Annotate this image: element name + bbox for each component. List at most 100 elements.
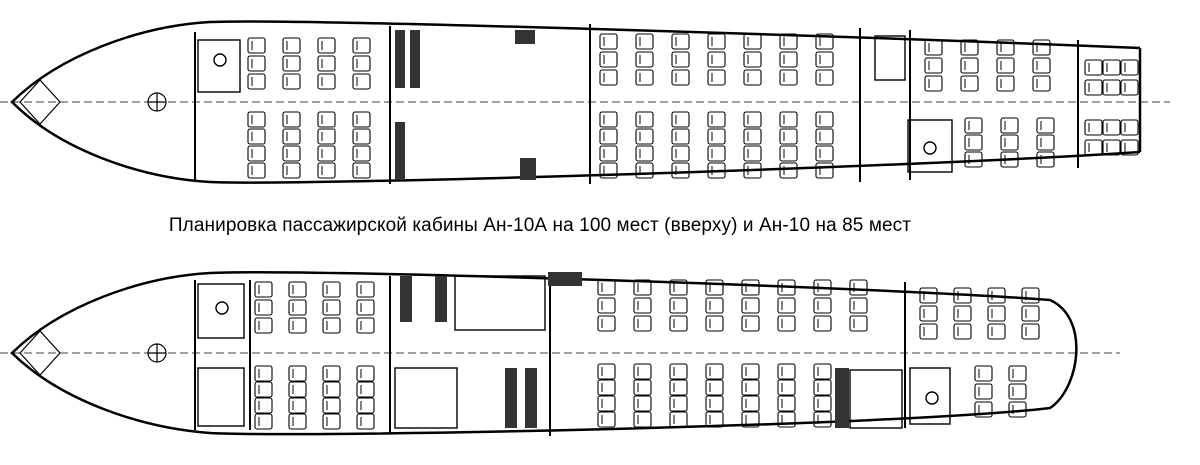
seat <box>288 365 307 382</box>
seat <box>282 73 301 90</box>
seat <box>777 411 796 428</box>
seat <box>777 297 796 314</box>
seat <box>815 111 834 128</box>
seat <box>599 145 618 162</box>
seat <box>1032 75 1051 92</box>
seat <box>815 128 834 145</box>
seat <box>779 162 798 179</box>
seat <box>1102 139 1121 156</box>
seat <box>813 315 832 332</box>
lavatory-fwd <box>197 283 245 427</box>
seat <box>996 57 1015 74</box>
seat <box>1021 305 1040 322</box>
seat <box>254 365 273 382</box>
seat <box>352 111 371 128</box>
seat <box>254 381 273 398</box>
seat <box>633 279 652 296</box>
seat <box>813 297 832 314</box>
seat <box>813 363 832 380</box>
seat <box>356 317 375 334</box>
seat <box>352 128 371 145</box>
seat <box>779 51 798 68</box>
seat <box>707 69 726 86</box>
seat <box>597 279 616 296</box>
seat <box>705 395 724 412</box>
seat <box>743 51 762 68</box>
seat <box>247 37 266 54</box>
seat <box>741 315 760 332</box>
seat <box>669 395 688 412</box>
seat <box>669 315 688 332</box>
seat <box>352 73 371 90</box>
seat <box>597 379 616 396</box>
seat <box>671 51 690 68</box>
seat <box>1102 59 1121 76</box>
seat <box>669 279 688 296</box>
seat <box>777 279 796 296</box>
seat <box>996 39 1015 56</box>
seat <box>254 317 273 334</box>
seat <box>671 162 690 179</box>
seat <box>919 305 938 322</box>
seat <box>322 397 341 414</box>
seat <box>317 55 336 72</box>
seat <box>599 69 618 86</box>
seat <box>964 134 983 151</box>
seat <box>743 145 762 162</box>
seat <box>1008 401 1027 418</box>
seat <box>813 395 832 412</box>
seat <box>317 37 336 54</box>
seat <box>743 69 762 86</box>
seat <box>633 363 652 380</box>
seat <box>813 279 832 296</box>
seat <box>633 297 652 314</box>
seat <box>322 413 341 430</box>
seat <box>919 323 938 340</box>
seat <box>254 413 273 430</box>
seat <box>282 128 301 145</box>
seat <box>741 411 760 428</box>
seat <box>597 395 616 412</box>
seat <box>779 33 798 50</box>
seat <box>322 299 341 316</box>
seat <box>815 162 834 179</box>
seat <box>356 381 375 398</box>
seat <box>247 111 266 128</box>
seat <box>599 111 618 128</box>
seat <box>254 397 273 414</box>
seat <box>960 75 979 92</box>
seat <box>1102 79 1121 96</box>
seat <box>741 297 760 314</box>
hatched-partitions <box>400 272 849 428</box>
seat <box>1008 383 1027 400</box>
seat <box>741 395 760 412</box>
seat <box>707 111 726 128</box>
seat <box>813 379 832 396</box>
seat <box>1036 134 1055 151</box>
seat <box>1084 79 1103 96</box>
seat <box>779 111 798 128</box>
seat <box>987 305 1006 322</box>
seat <box>707 51 726 68</box>
seat <box>671 111 690 128</box>
seat <box>282 37 301 54</box>
figure-caption: Планировка пассажирской кабины Ан-10А на… <box>168 215 912 236</box>
seat <box>282 162 301 179</box>
nose-cockpit <box>19 330 167 376</box>
seat <box>1000 134 1019 151</box>
seat <box>599 51 618 68</box>
seat <box>849 297 868 314</box>
seat <box>1032 57 1051 74</box>
seat <box>282 111 301 128</box>
seat <box>356 365 375 382</box>
seat <box>924 39 943 56</box>
seat <box>597 411 616 428</box>
seat <box>288 381 307 398</box>
plan-an-10a <box>0 20 1170 184</box>
seat <box>356 413 375 430</box>
cabin-walls <box>194 274 906 436</box>
seat <box>705 363 724 380</box>
seat <box>924 75 943 92</box>
seat <box>964 117 983 134</box>
